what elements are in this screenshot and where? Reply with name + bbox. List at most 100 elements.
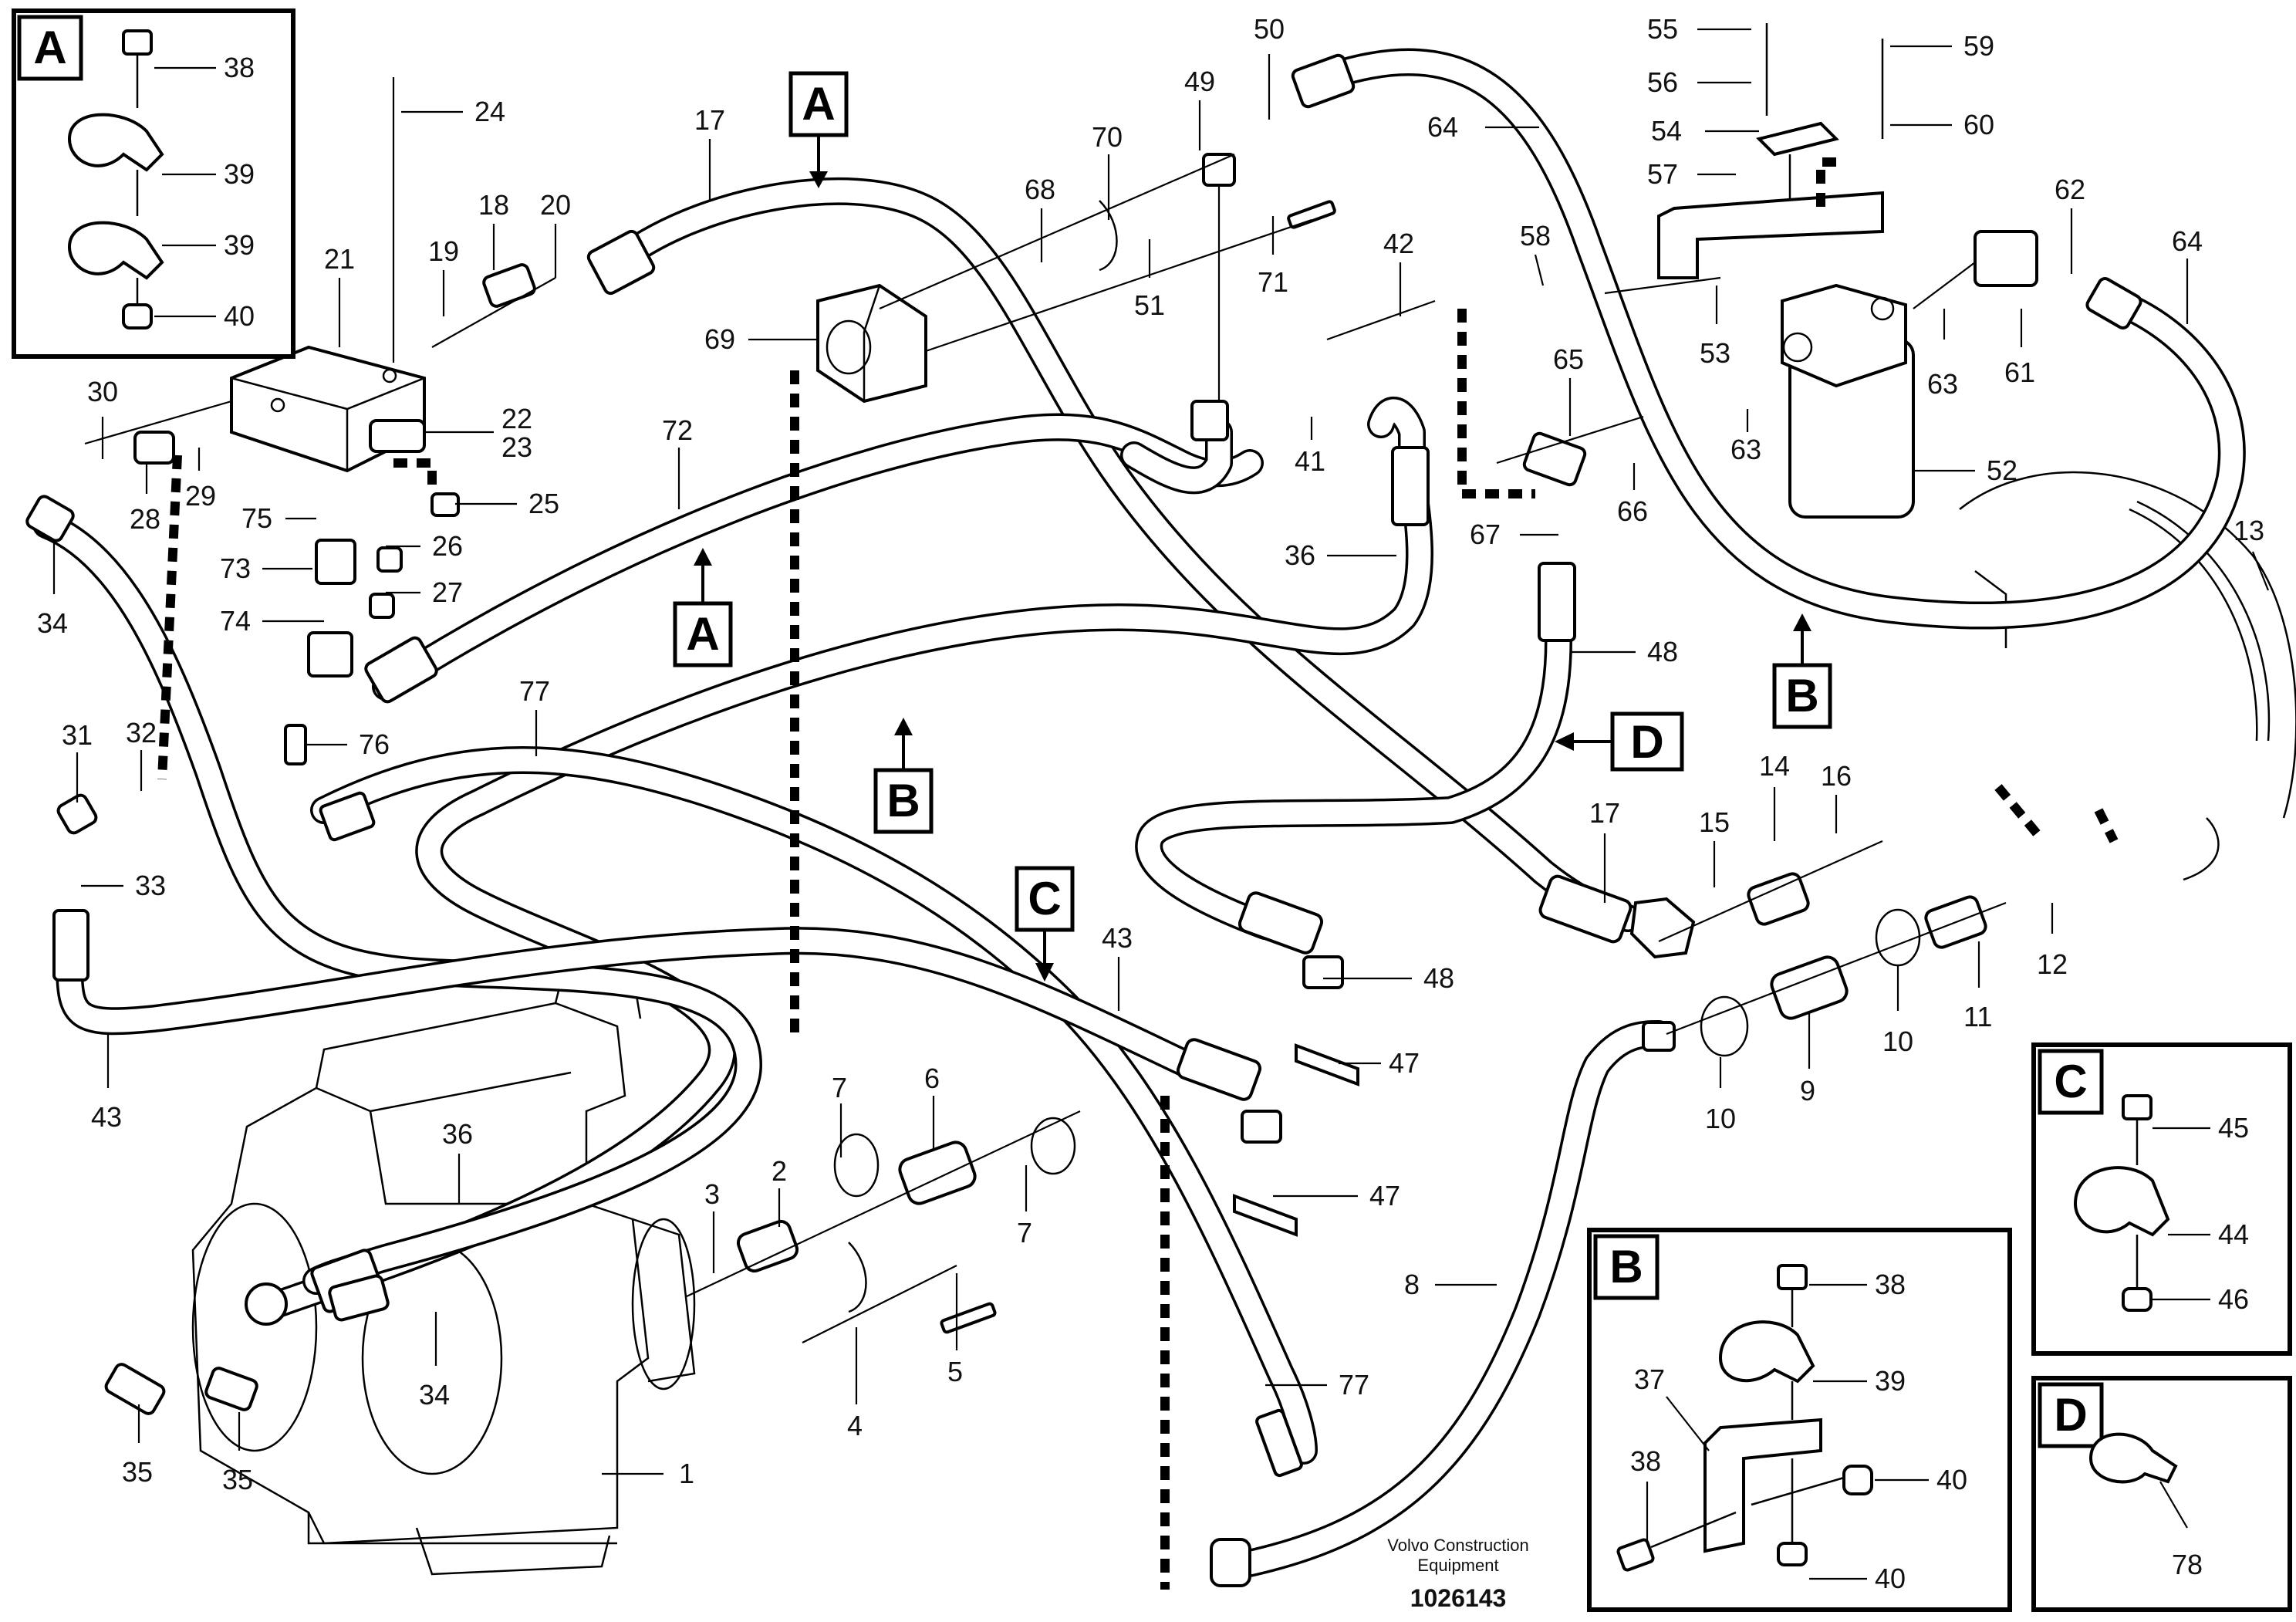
detail-b-label-40b: 40 [1875, 1563, 1906, 1594]
label-11: 11 [1963, 1001, 1992, 1032]
callout-letter: D [1630, 716, 1663, 768]
label-58: 58 [1520, 220, 1551, 252]
detail-c-parts [2073, 1094, 2170, 1312]
label-19: 19 [428, 235, 459, 267]
callout-box-hose17: A [788, 71, 849, 188]
label-5: 5 [947, 1356, 963, 1387]
label-65: 65 [1553, 343, 1584, 375]
callout-box-hose77: B [873, 718, 934, 834]
label-34b: 34 [419, 1379, 450, 1411]
detail-b-label-37: 37 [1634, 1363, 1665, 1395]
label-48a: 48 [1647, 636, 1678, 667]
hose-71-bend [1120, 418, 1233, 495]
label-10b: 10 [1882, 1026, 1913, 1057]
detail-a-label-39a: 39 [224, 158, 255, 190]
label-57: 57 [1647, 158, 1678, 190]
label-43a: 43 [91, 1101, 122, 1133]
detail-a-parts [67, 29, 164, 329]
flange-block [816, 283, 927, 404]
label-15: 15 [1699, 806, 1730, 838]
label-51: 51 [1134, 289, 1165, 321]
label-12: 12 [2037, 948, 2068, 980]
fender-outline [1959, 471, 2296, 881]
label-24: 24 [474, 96, 505, 127]
callout-box-hose72: A [673, 548, 733, 667]
label-42: 42 [1383, 228, 1414, 259]
dashed-routing-lines [157, 157, 2119, 1590]
label-60: 60 [1963, 109, 1994, 140]
label-34a: 34 [37, 607, 68, 639]
callout-box-hose48: D [1555, 711, 1684, 772]
label-63a: 63 [1927, 368, 1958, 400]
label-52: 52 [1987, 454, 2017, 486]
label-7a: 7 [832, 1072, 847, 1103]
label-32: 32 [126, 717, 157, 748]
label-2: 2 [772, 1155, 787, 1187]
hose-fittings [25, 53, 2142, 1587]
detail-d-label-78: 78 [2172, 1549, 2203, 1580]
callout-box-hose64: B [1772, 613, 1832, 729]
callout-letter: A [686, 608, 719, 660]
label-62: 62 [2055, 174, 2085, 205]
part-labels: 1 2 3 4 5 6 7 7 8 9 10 10 11 12 13 14 15… [37, 13, 2270, 1495]
label-47a: 47 [1389, 1047, 1420, 1079]
label-61: 61 [2004, 357, 2035, 388]
label-10a: 10 [1705, 1103, 1736, 1134]
detail-b-label-38a: 38 [1875, 1269, 1906, 1300]
detail-c-label-46: 46 [2218, 1283, 2249, 1315]
hose-36 [264, 465, 1433, 1318]
label-29: 29 [185, 480, 216, 512]
label-6: 6 [924, 1063, 940, 1094]
detail-box-c: C 45 44 46 [2031, 1042, 2292, 1356]
label-27: 27 [432, 576, 463, 608]
explode-lines [84, 77, 2007, 1343]
label-43b: 43 [1102, 922, 1133, 954]
label-25: 25 [528, 488, 559, 519]
hose-43-left [56, 927, 1256, 1094]
label-41: 41 [1295, 445, 1325, 477]
detail-d-letter: D [2054, 1389, 2087, 1441]
label-17a: 17 [694, 104, 725, 136]
label-70: 70 [1092, 121, 1123, 153]
label-28: 28 [130, 503, 160, 535]
detail-d-parts [2088, 1432, 2188, 1529]
label-35a: 35 [122, 1456, 153, 1488]
label-36b: 36 [442, 1118, 473, 1150]
label-36a: 36 [1285, 539, 1315, 571]
hose-34 [32, 511, 762, 1295]
label-16: 16 [1821, 760, 1852, 792]
hoses [32, 48, 2246, 1580]
detail-a-letter: A [33, 22, 66, 73]
detail-c-label-45: 45 [2218, 1112, 2249, 1144]
detail-a-label-40: 40 [224, 300, 255, 332]
label-63b: 63 [1730, 434, 1761, 465]
detail-b-label-40a: 40 [1936, 1464, 1967, 1495]
document-number: 1026143 [1410, 1584, 1507, 1612]
label-69: 69 [704, 323, 735, 355]
label-73: 73 [220, 552, 251, 584]
callout-box-hose43: C [1015, 866, 1075, 982]
label-68: 68 [1025, 174, 1055, 205]
label-14: 14 [1759, 750, 1790, 782]
label-48b: 48 [1423, 962, 1454, 994]
detail-a-label-39b: 39 [224, 229, 255, 261]
credit-line-1: Volvo Construction [1387, 1536, 1528, 1555]
label-64a: 64 [1427, 111, 1458, 143]
label-53: 53 [1700, 337, 1730, 369]
label-59: 59 [1963, 30, 1994, 62]
label-35b: 35 [222, 1464, 253, 1495]
detail-box-d: D 78 [2031, 1376, 2292, 1612]
label-77b: 77 [1339, 1369, 1369, 1401]
label-76: 76 [359, 728, 390, 760]
label-22: 22 [501, 403, 532, 434]
label-74: 74 [220, 605, 251, 637]
label-1: 1 [679, 1458, 694, 1489]
detail-b-label-38b: 38 [1630, 1445, 1661, 1477]
label-55: 55 [1647, 13, 1678, 45]
label-67: 67 [1470, 519, 1501, 550]
detail-c-letter: C [2054, 1056, 2087, 1107]
label-7b: 7 [1017, 1217, 1032, 1249]
hose-77 [310, 746, 1318, 1465]
hose-17-upper [603, 177, 1642, 932]
